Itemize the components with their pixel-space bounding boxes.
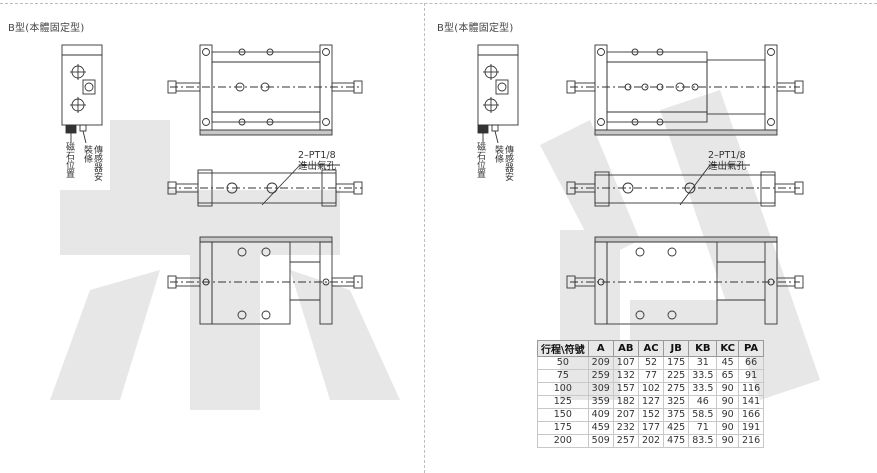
table-cell: 90 bbox=[716, 434, 740, 448]
table-cell: 225 bbox=[663, 369, 690, 383]
left-magnet-position-label: 磁石位置 bbox=[64, 142, 74, 178]
table-cell: 127 bbox=[637, 395, 665, 409]
right-magnet-position-label: 磁石位置 bbox=[475, 142, 485, 178]
table-cell: 132 bbox=[612, 369, 639, 383]
right-bottom-view bbox=[566, 236, 804, 325]
table-cell: 232 bbox=[612, 421, 639, 435]
right-top-view bbox=[566, 44, 804, 136]
table-cell: 509 bbox=[587, 434, 614, 448]
top-dashed-rule bbox=[0, 3, 877, 4]
table-cell: 50 bbox=[537, 356, 589, 370]
header-ab: AB bbox=[612, 340, 639, 357]
table-cell: 259 bbox=[587, 369, 614, 383]
table-cell: 182 bbox=[612, 395, 639, 409]
table-cell: 116 bbox=[738, 382, 765, 396]
right-port-callout: 2–PT1/8 進出氣孔 bbox=[708, 150, 746, 172]
table-cell: 100 bbox=[537, 382, 589, 396]
table-cell: 325 bbox=[663, 395, 690, 409]
table-cell: 207 bbox=[612, 408, 639, 422]
table-cell: 425 bbox=[663, 421, 690, 435]
table-cell: 90 bbox=[716, 408, 740, 422]
table-cell: 191 bbox=[738, 421, 765, 435]
right-front-view bbox=[566, 164, 804, 207]
panel-divider bbox=[424, 3, 425, 473]
table-cell: 475 bbox=[663, 434, 690, 448]
left-port-callout: 2–PT1/8 進出氣孔 bbox=[298, 150, 336, 172]
table-cell: 125 bbox=[537, 395, 589, 409]
left-bottom-view bbox=[167, 236, 363, 325]
table-cell: 52 bbox=[637, 356, 665, 370]
table-cell: 83.5 bbox=[688, 434, 718, 448]
table-cell: 175 bbox=[537, 421, 589, 435]
table-cell: 459 bbox=[587, 421, 614, 435]
table-cell: 31 bbox=[688, 356, 718, 370]
table-cell: 90 bbox=[716, 421, 740, 435]
header-kb: KB bbox=[688, 340, 718, 357]
left-port-spec: 2–PT1/8 bbox=[298, 150, 336, 161]
right-side-view bbox=[477, 44, 519, 144]
left-front-view bbox=[167, 164, 363, 207]
table-cell: 107 bbox=[612, 356, 639, 370]
left-port-desc: 進出氣孔 bbox=[298, 161, 337, 172]
table-cell: 91 bbox=[738, 369, 765, 383]
table-cell: 275 bbox=[663, 382, 690, 396]
table-cell: 202 bbox=[637, 434, 665, 448]
table-cell: 71 bbox=[688, 421, 718, 435]
table-cell: 157 bbox=[612, 382, 639, 396]
spec-table-header-row: 行程\符號 A AB AC JB KB KC PA bbox=[537, 340, 765, 357]
right-sensor-mount-label: 傳感器安裝條 bbox=[493, 145, 513, 181]
table-cell: 46 bbox=[688, 395, 718, 409]
table-cell: 58.5 bbox=[688, 408, 718, 422]
table-cell: 409 bbox=[587, 408, 614, 422]
right-port-spec: 2–PT1/8 bbox=[708, 150, 746, 161]
header-a: A bbox=[587, 340, 614, 357]
right-port-desc: 進出氣孔 bbox=[708, 161, 747, 172]
table-cell: 45 bbox=[716, 356, 740, 370]
header-stroke-symbol: 行程\符號 bbox=[537, 340, 589, 357]
left-section-title: B型(本體固定型) bbox=[8, 23, 85, 34]
table-cell: 77 bbox=[637, 369, 665, 383]
table-cell: 150 bbox=[537, 408, 589, 422]
table-cell: 102 bbox=[637, 382, 665, 396]
table-cell: 216 bbox=[738, 434, 765, 448]
header-jb: JB bbox=[663, 340, 690, 357]
left-side-view bbox=[61, 44, 103, 144]
table-cell: 257 bbox=[612, 434, 639, 448]
table-cell: 200 bbox=[537, 434, 589, 448]
table-cell: 65 bbox=[716, 369, 740, 383]
table-cell: 177 bbox=[637, 421, 665, 435]
table-cell: 33.5 bbox=[688, 382, 718, 396]
table-cell: 209 bbox=[587, 356, 614, 370]
table-cell: 166 bbox=[738, 408, 765, 422]
table-cell: 66 bbox=[738, 356, 765, 370]
left-sensor-mount-label: 傳感器安裝條 bbox=[82, 145, 102, 181]
table-cell: 309 bbox=[587, 382, 614, 396]
header-pa: PA bbox=[738, 340, 765, 357]
table-cell: 75 bbox=[537, 369, 589, 383]
table-cell: 359 bbox=[587, 395, 614, 409]
table-cell: 152 bbox=[637, 408, 665, 422]
header-kc: KC bbox=[716, 340, 740, 357]
table-cell: 375 bbox=[663, 408, 690, 422]
table-cell: 90 bbox=[716, 382, 740, 396]
header-ac: AC bbox=[637, 340, 665, 357]
table-cell: 175 bbox=[663, 356, 690, 370]
table-cell: 90 bbox=[716, 395, 740, 409]
table-cell: 141 bbox=[738, 395, 765, 409]
right-section-title: B型(本體固定型) bbox=[437, 23, 514, 34]
left-top-view bbox=[167, 44, 363, 136]
table-cell: 33.5 bbox=[688, 369, 718, 383]
